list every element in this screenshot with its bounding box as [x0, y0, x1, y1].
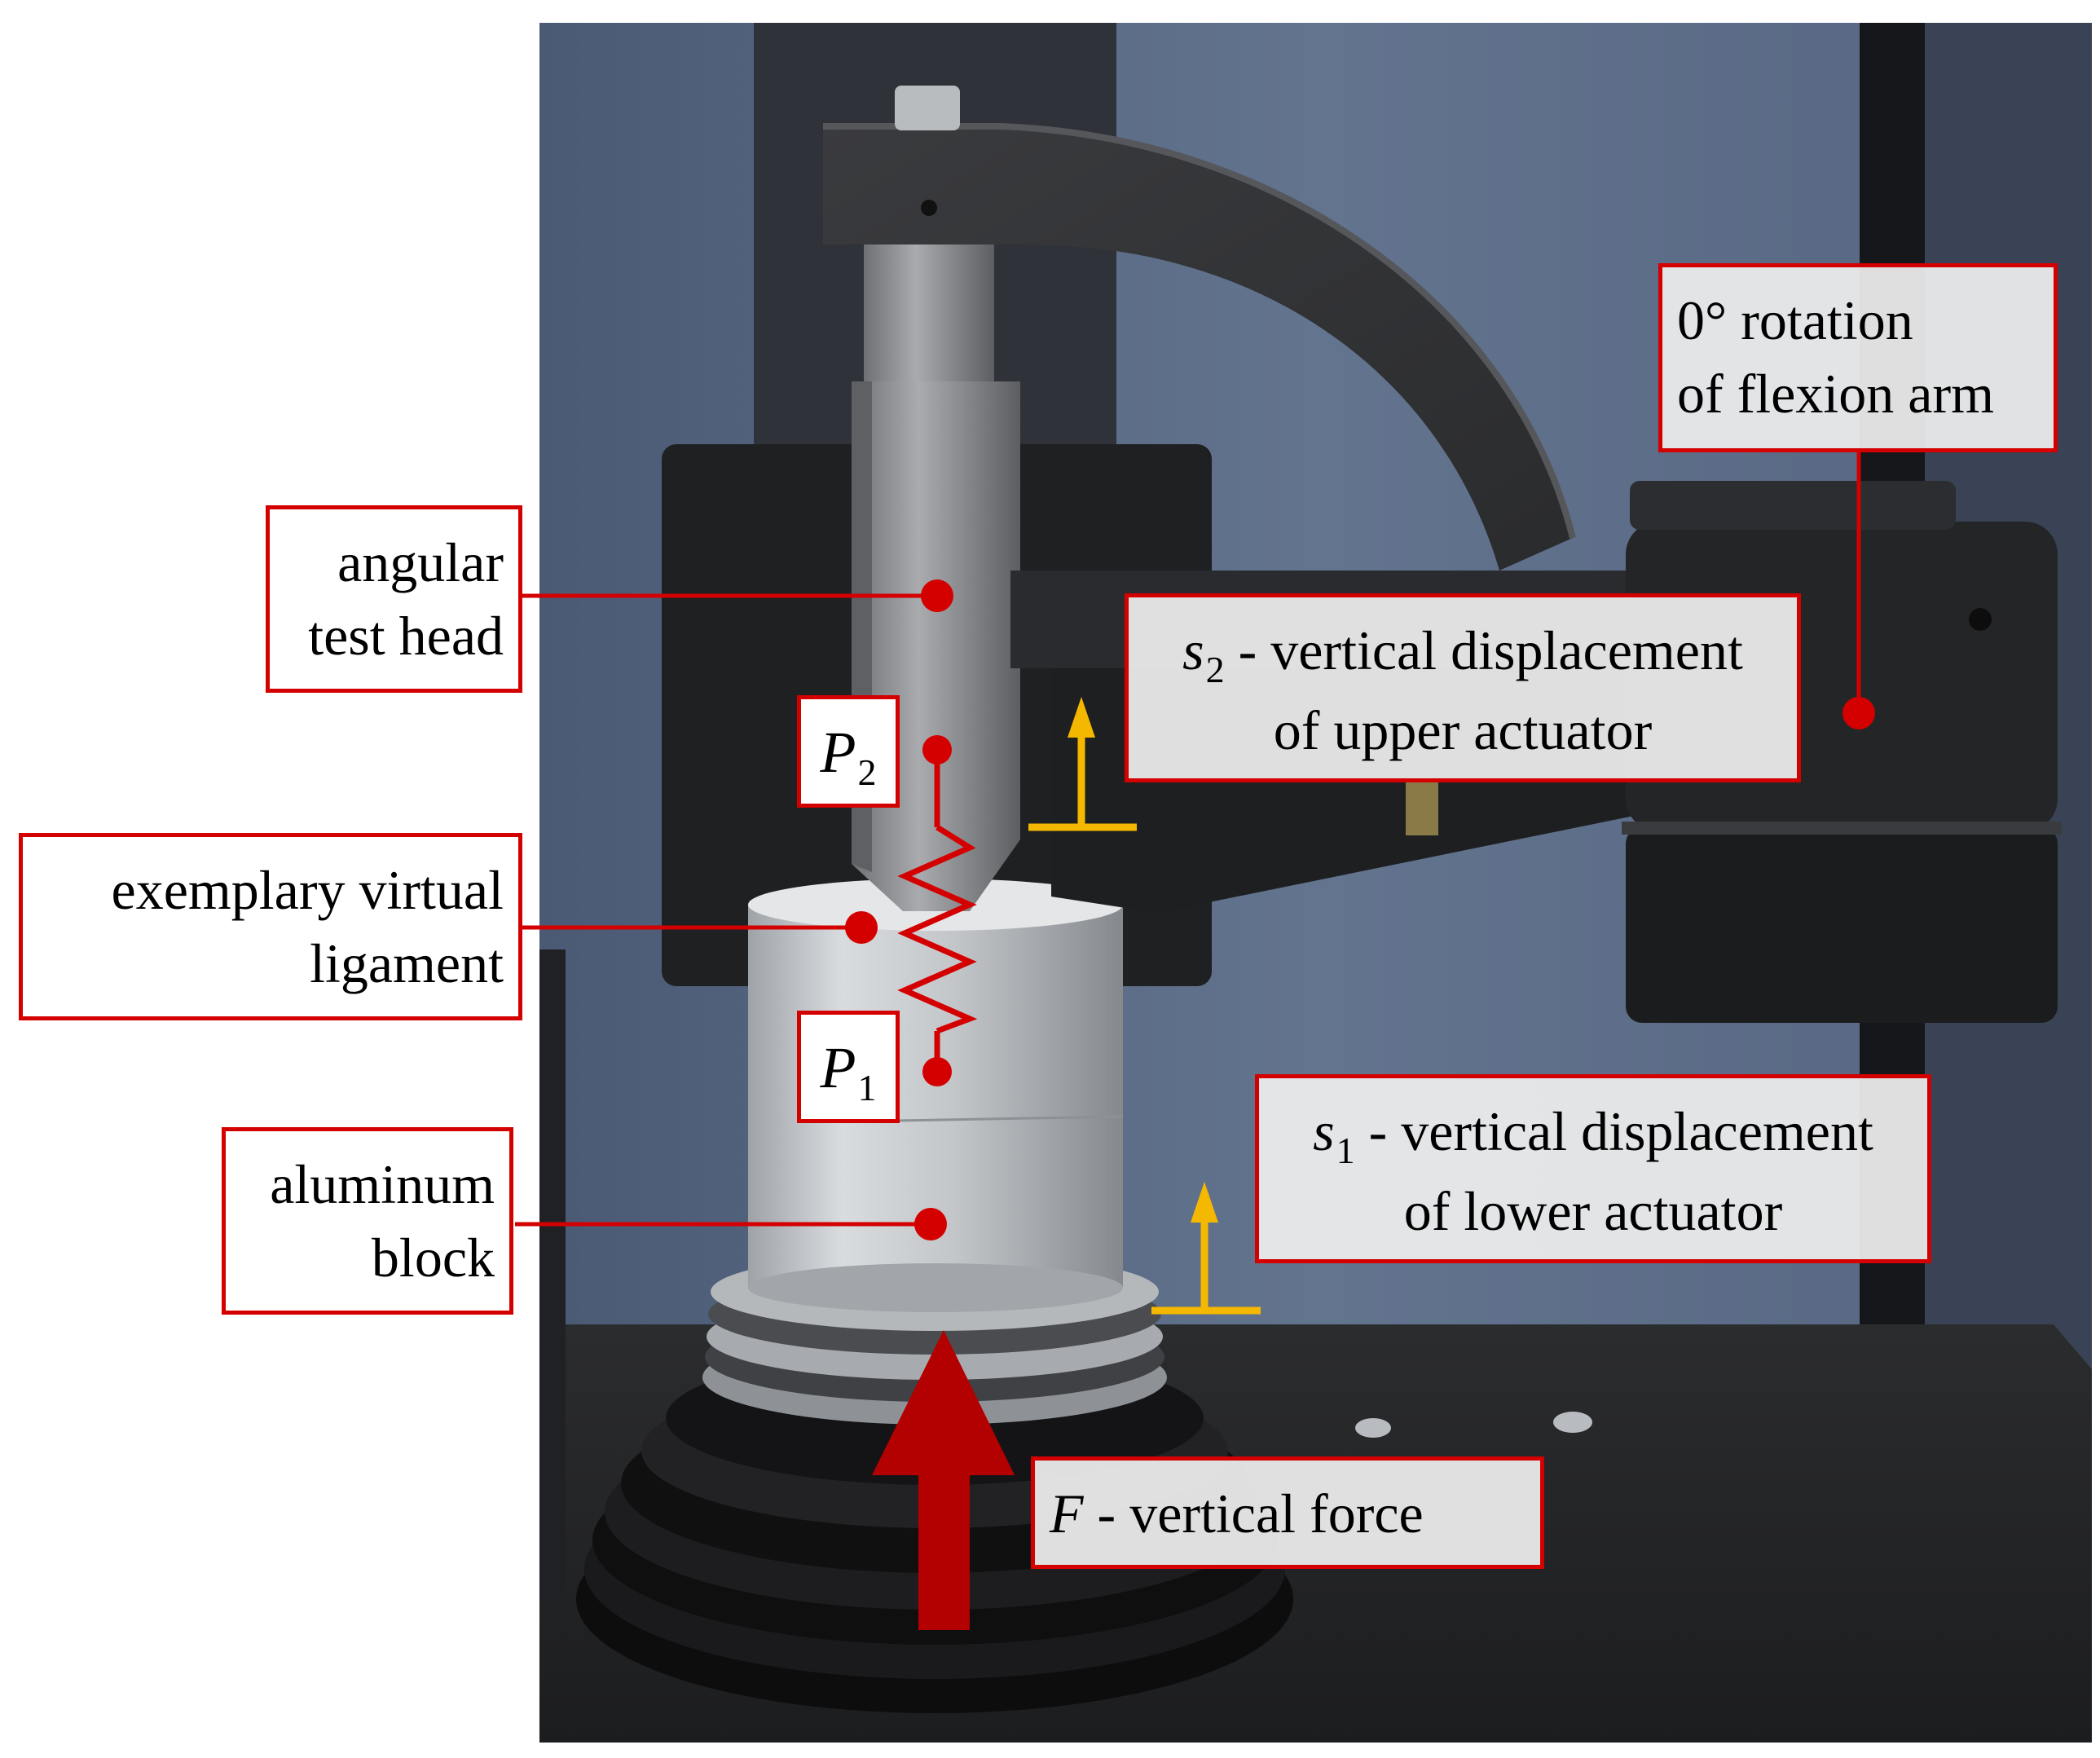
label-exemplary-virtual-ligament: exemplary virtual ligament [19, 833, 522, 1020]
s1-symbol: s [1313, 1100, 1335, 1162]
marker-test-head [921, 579, 953, 612]
label-flexion-arm-line1: 0° rotation [1677, 289, 1913, 351]
marker-aluminum-block [914, 1208, 947, 1240]
label-aluminum-block: aluminum block [222, 1127, 513, 1315]
label-angular-test-head-line1: angular [337, 531, 504, 593]
force-arrow [872, 1330, 1015, 1630]
label-angular-test-head: angular test head [266, 505, 522, 693]
label-flexion-arm: 0° rotation of flexion arm [1658, 263, 2058, 452]
leader-lines [515, 448, 1861, 1227]
s1-subscript: 1 [1336, 1130, 1355, 1171]
label-angular-test-head-line2: test head [308, 605, 504, 667]
point-p2-marker [922, 735, 952, 764]
p1-subscript: 1 [857, 1067, 877, 1108]
label-ligament-line2: ligament [310, 932, 504, 994]
s2-text-line1: - vertical displacement [1224, 619, 1743, 681]
label-vertical-force: F - vertical force [1031, 1456, 1544, 1569]
label-ligament-line1: exemplary virtual [111, 859, 504, 921]
label-s2-line1: s2 - vertical displacement [1143, 614, 1782, 694]
s2-displacement-arrow [1028, 697, 1137, 831]
label-aluminum-block-line2: block [371, 1227, 495, 1289]
label-aluminum-block-line1: aluminum [270, 1153, 495, 1215]
point-p1-marker [922, 1057, 952, 1086]
label-s1-line2: of lower actuator [1403, 1180, 1783, 1242]
p1-symbol: P [820, 1035, 856, 1100]
label-s1-lower-actuator: s1 - vertical displacement of lower actu… [1255, 1074, 1931, 1263]
p2-symbol: P [820, 720, 856, 785]
marker-ligament [845, 911, 878, 944]
label-point-p2: P2 [797, 695, 900, 808]
marker-upper-actuator [1842, 697, 1875, 729]
force-text: - vertical force [1083, 1483, 1424, 1544]
s2-subscript: 2 [1205, 649, 1225, 690]
p2-subscript: 2 [857, 751, 877, 793]
label-s2-upper-actuator: s2 - vertical displacement of upper actu… [1125, 593, 1801, 782]
label-s2-line2: of upper actuator [1273, 699, 1653, 761]
label-point-p1: P1 [797, 1011, 900, 1123]
label-s1-line1: s1 - vertical displacement [1274, 1095, 1913, 1174]
label-force-line: F - vertical force [1050, 1477, 1525, 1550]
label-flexion-arm-line2: of flexion arm [1677, 363, 1994, 425]
force-symbol: F [1050, 1483, 1084, 1544]
s1-text-line1: - vertical displacement [1354, 1100, 1873, 1162]
s2-symbol: s [1182, 619, 1204, 681]
s1-displacement-arrow [1151, 1182, 1261, 1315]
